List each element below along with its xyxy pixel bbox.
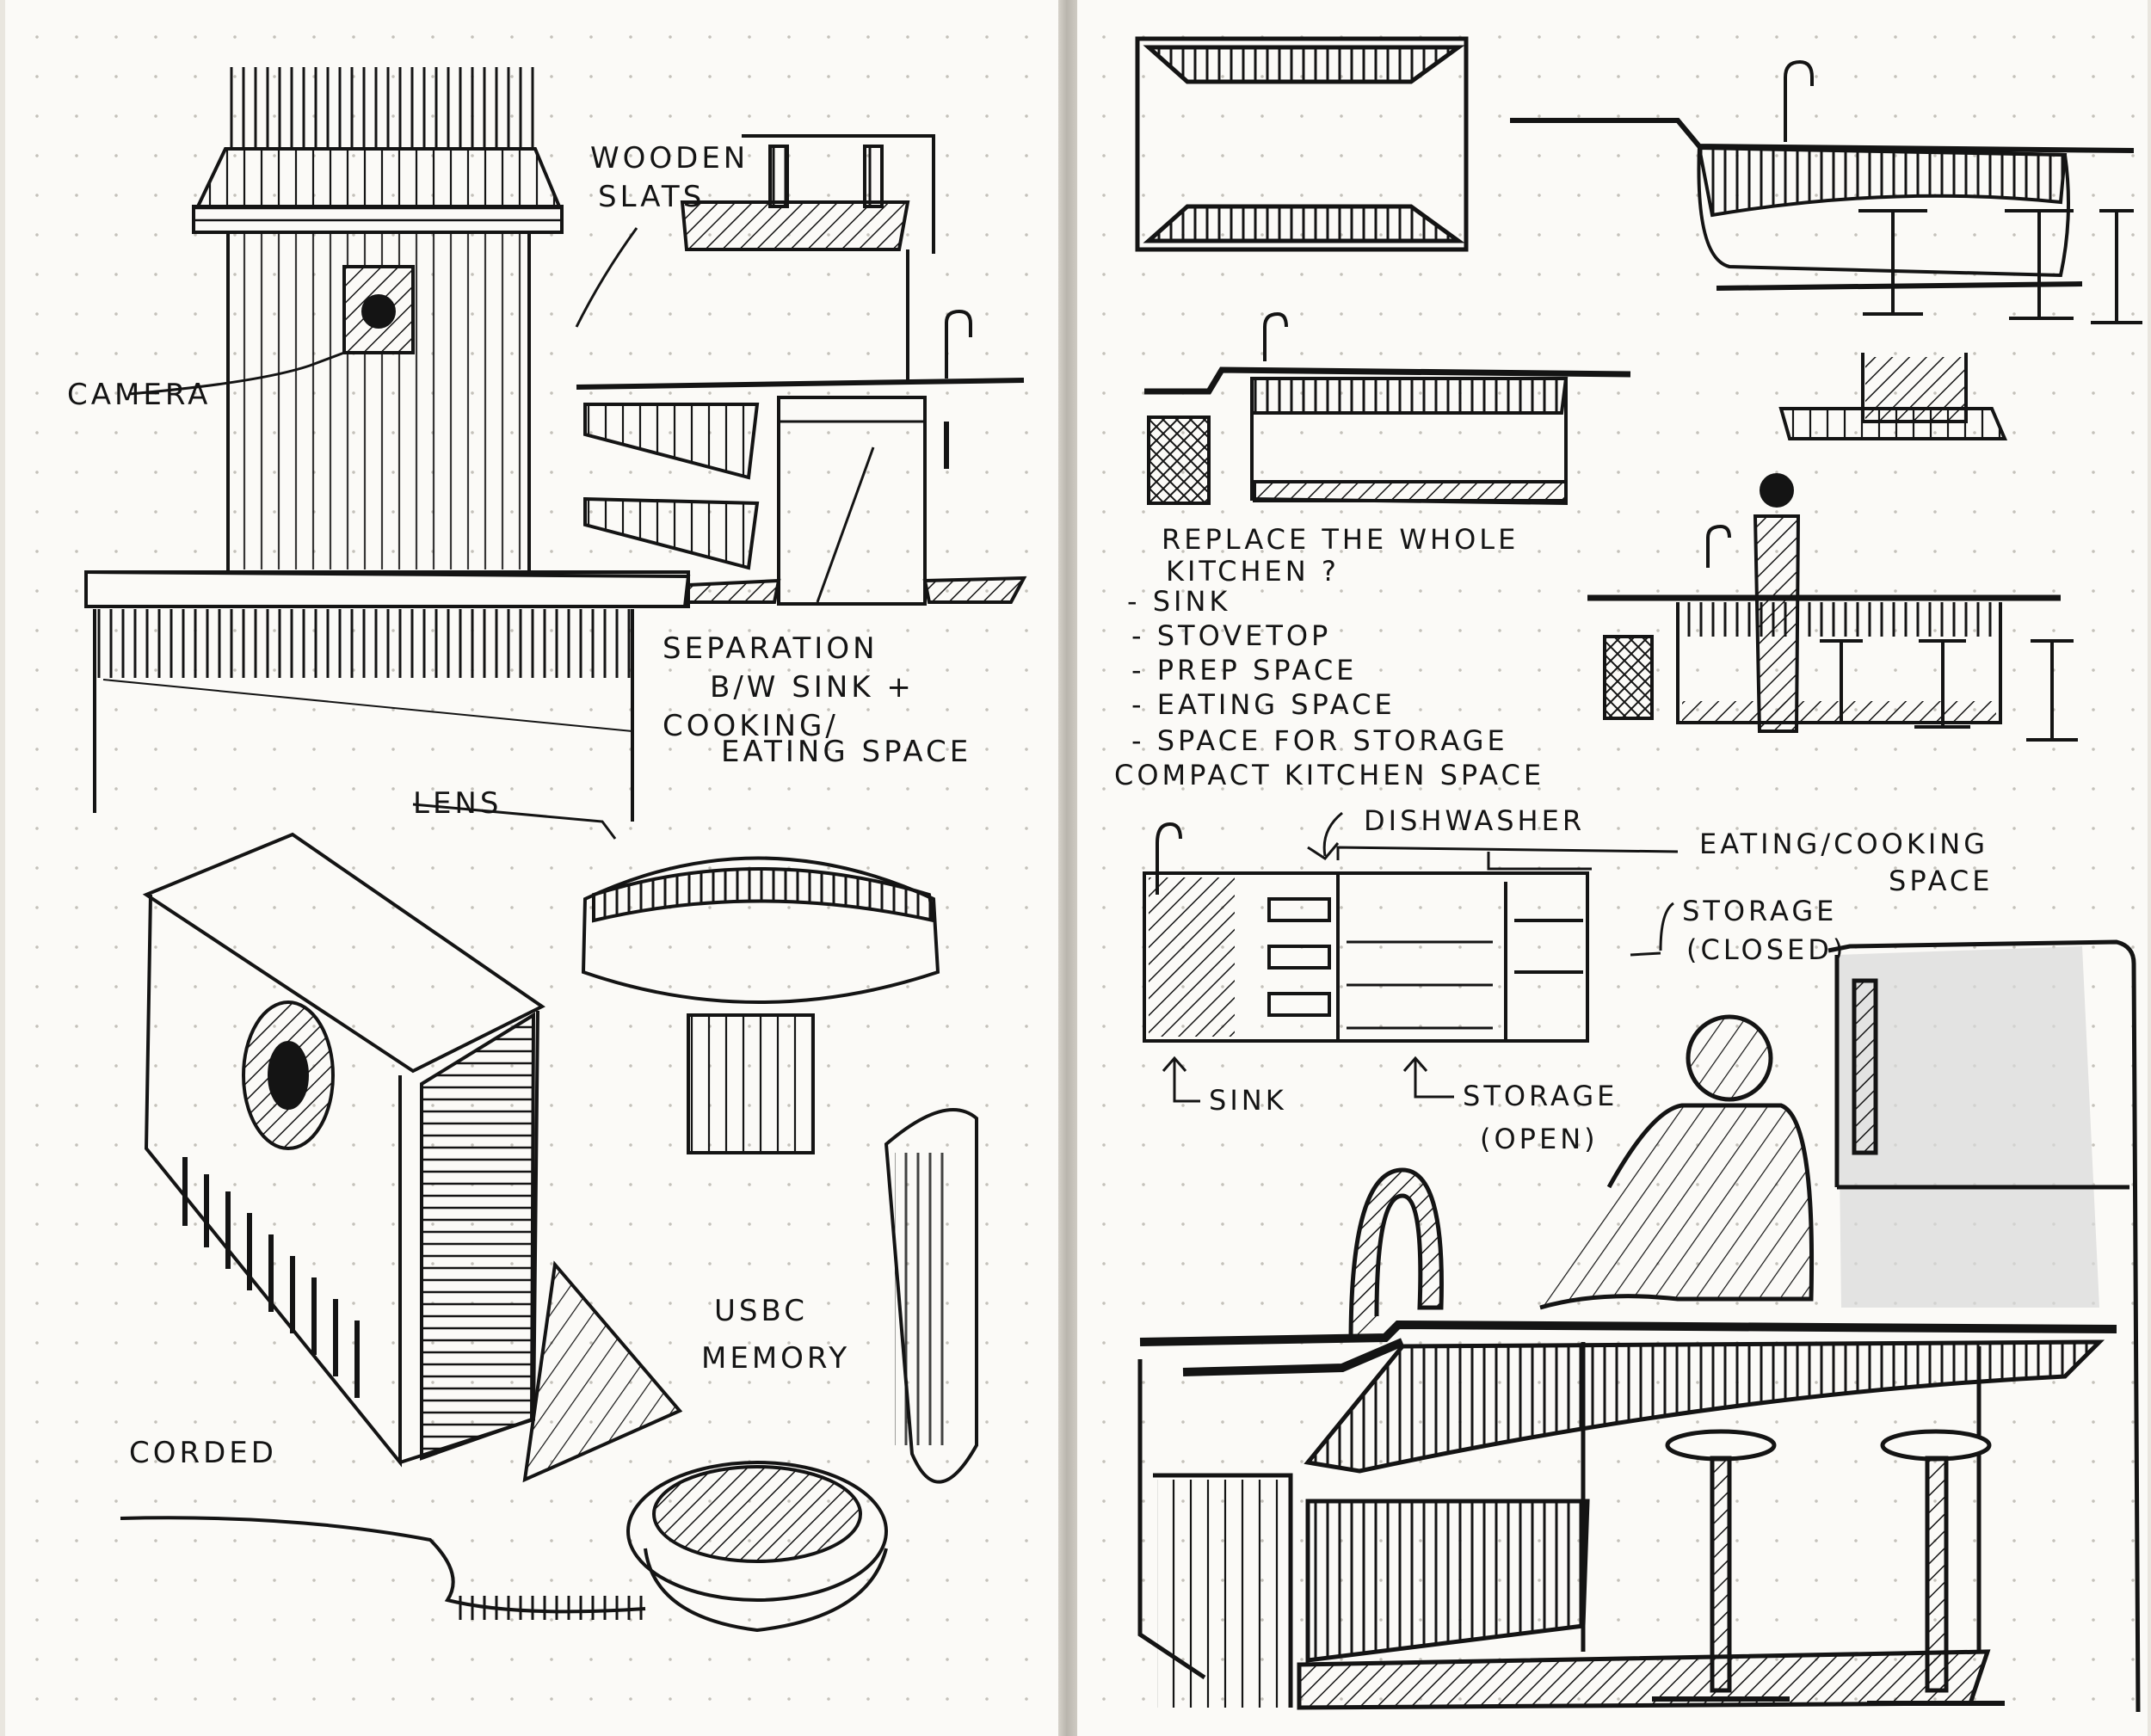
label-storage-closed: STORAGE [1682,895,1837,927]
list-item-sink: - SINK [1127,585,1230,618]
label-space: SPACE [1889,865,1993,897]
corded-puck-sketch [120,1461,888,1633]
island-person-sketch [1587,473,2078,742]
sink-section-sketch [1144,311,2008,506]
list-item-stovetop: - STOVETOP [1131,619,1331,652]
camera-tower-sketch [84,67,691,822]
lens-sketch [581,856,940,1154]
label-storage-open: STORAGE [1463,1080,1618,1112]
usbc-memory-sketch [884,1108,978,1484]
left-page [5,0,1058,1736]
right-annotations [1162,811,1679,1103]
replace-question-line2: KITCHEN ? [1166,555,1340,588]
label-wooden: WOODEN [590,141,749,175]
book-gutter [1058,0,1077,1736]
island-perspective-sketch [1510,59,2142,324]
label-open: (OPEN) [1480,1123,1599,1155]
list-item-storage: - SPACE FOR STORAGE [1131,724,1508,757]
kitchen-elevation-sketch [576,134,1027,606]
kitchen-perspective-person-sketch [1137,939,2141,1713]
camera-device-sketch [142,832,683,1483]
left-annotations [128,227,638,840]
label-eating-space: EATING SPACE [721,735,971,769]
list-item-eating-space: - EATING SPACE [1131,688,1396,721]
label-sink: SINK [1209,1084,1287,1117]
label-camera: CAMERA [67,378,211,412]
left-page-labels: WOODEN SLATS CAMERA SEPARATION B/W SINK … [67,141,971,1470]
label-slats: SLATS [598,180,705,214]
label-cooking: COOKING/ [663,709,839,743]
label-lens: LENS [413,786,502,821]
compact-kitchen-label: COMPACT KITCHEN SPACE [1114,759,1544,791]
label-corded: CORDED [129,1436,277,1470]
replace-question-line1: REPLACE THE WHOLE [1162,523,1519,556]
label-memory: MEMORY [701,1341,850,1376]
label-separation: SEPARATION [663,631,878,666]
label-closed: (CLOSED) [1686,933,1846,966]
label-eating-cooking: EATING/COOKING [1699,828,1988,860]
label-usbc: USBC [714,1294,808,1328]
label-bw-sink: B/W SINK + [710,670,915,705]
plan-view-sketch [1135,36,1469,252]
compact-kitchen-elevation [1143,822,1589,1043]
right-page-labels: REPLACE THE WHOLE KITCHEN ? - SINK - STO… [1114,523,1993,1155]
label-dishwasher: DISHWASHER [1364,804,1585,837]
list-item-prep-space: - PREP SPACE [1131,654,1357,686]
